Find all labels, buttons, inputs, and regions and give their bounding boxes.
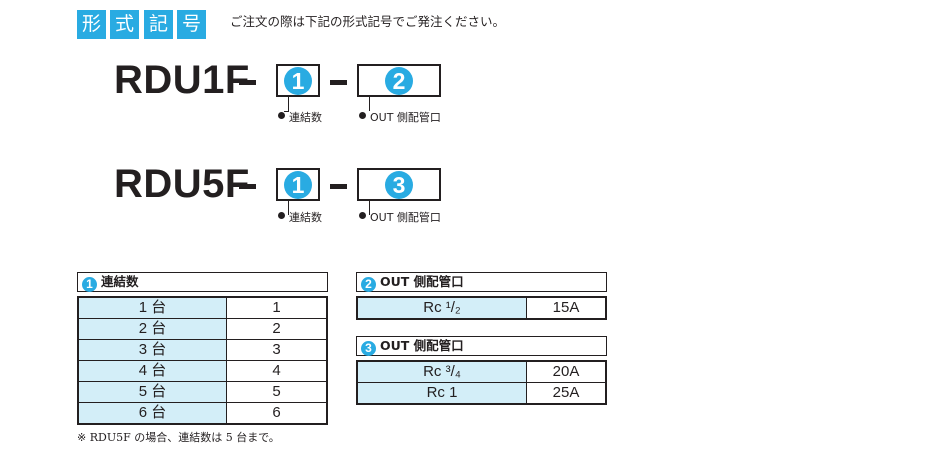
cell-key: 4 台 [77,360,227,382]
table-title-text: 連結数 [101,274,139,289]
cell-key: 5 台 [77,381,227,403]
dash-separator [330,184,347,189]
cell-key: 6 台 [77,402,227,425]
dash-separator [239,184,256,189]
code-box-2: 2 [357,64,441,97]
bullet-dot [278,212,285,219]
header-title-char-4: 号 [177,10,206,39]
cell-value: 15A [526,296,607,320]
dash-separator [239,80,256,85]
cell-value: 2 [226,318,328,340]
table-title-connections: 1 連結数 [77,272,328,292]
code-circle: 1 [284,67,312,95]
table-number-circle: 1 [82,277,97,292]
leader-label: 連結数 [289,211,322,224]
cell-key: Rc ³/₄ [356,360,527,383]
code-circle: 2 [385,67,413,95]
order-note: ご注文の際は下記の形式記号でご発注ください。 [230,14,506,29]
leader-line [288,201,289,215]
leader-label: OUT 側配管口 [370,111,441,124]
table-number-circle: 3 [361,341,376,356]
header-title-char-2: 式 [110,10,139,39]
table-title-text: OUT 側配管口 [380,274,464,289]
cell-value: 3 [226,339,328,361]
cell-key: 2 台 [77,318,227,340]
cell-value: 6 [226,402,328,425]
leader-label: 連結数 [289,111,322,124]
cell-key: 1 台 [77,296,227,319]
leader-line [369,201,370,215]
header-title-char-1: 形 [77,10,106,39]
header-title-char-3: 記 [144,10,173,39]
leader-line [288,97,289,111]
cell-value: 1 [226,296,328,319]
code-box-1: 1 [276,168,320,201]
bullet-dot [278,112,285,119]
table-title-text: OUT 側配管口 [380,338,464,353]
cell-value: 25A [526,382,607,405]
dash-separator [330,80,347,85]
model-name: RDU5F [114,162,250,206]
table-title-out-port-2: 2 OUT 側配管口 [356,272,607,292]
cell-value: 5 [226,381,328,403]
table-title-out-port-3: 3 OUT 側配管口 [356,336,607,356]
model-name: RDU1F [114,58,250,102]
code-box-2: 3 [357,168,441,201]
cell-key: 3 台 [77,339,227,361]
cell-key: Rc ¹/₂ [356,296,527,320]
leader-line [369,97,370,111]
footnote: ※ RDU5F の場合、連結数は 5 台まで。 [77,431,280,444]
cell-value: 4 [226,360,328,382]
cell-key: Rc 1 [356,382,527,405]
code-box-1: 1 [276,64,320,97]
leader-label: OUT 側配管口 [370,211,441,224]
cell-value: 20A [526,360,607,383]
table-number-circle: 2 [361,277,376,292]
bullet-dot [359,112,366,119]
code-circle: 3 [385,171,413,199]
leader-line [284,111,289,112]
bullet-dot [359,212,366,219]
code-circle: 1 [284,171,312,199]
